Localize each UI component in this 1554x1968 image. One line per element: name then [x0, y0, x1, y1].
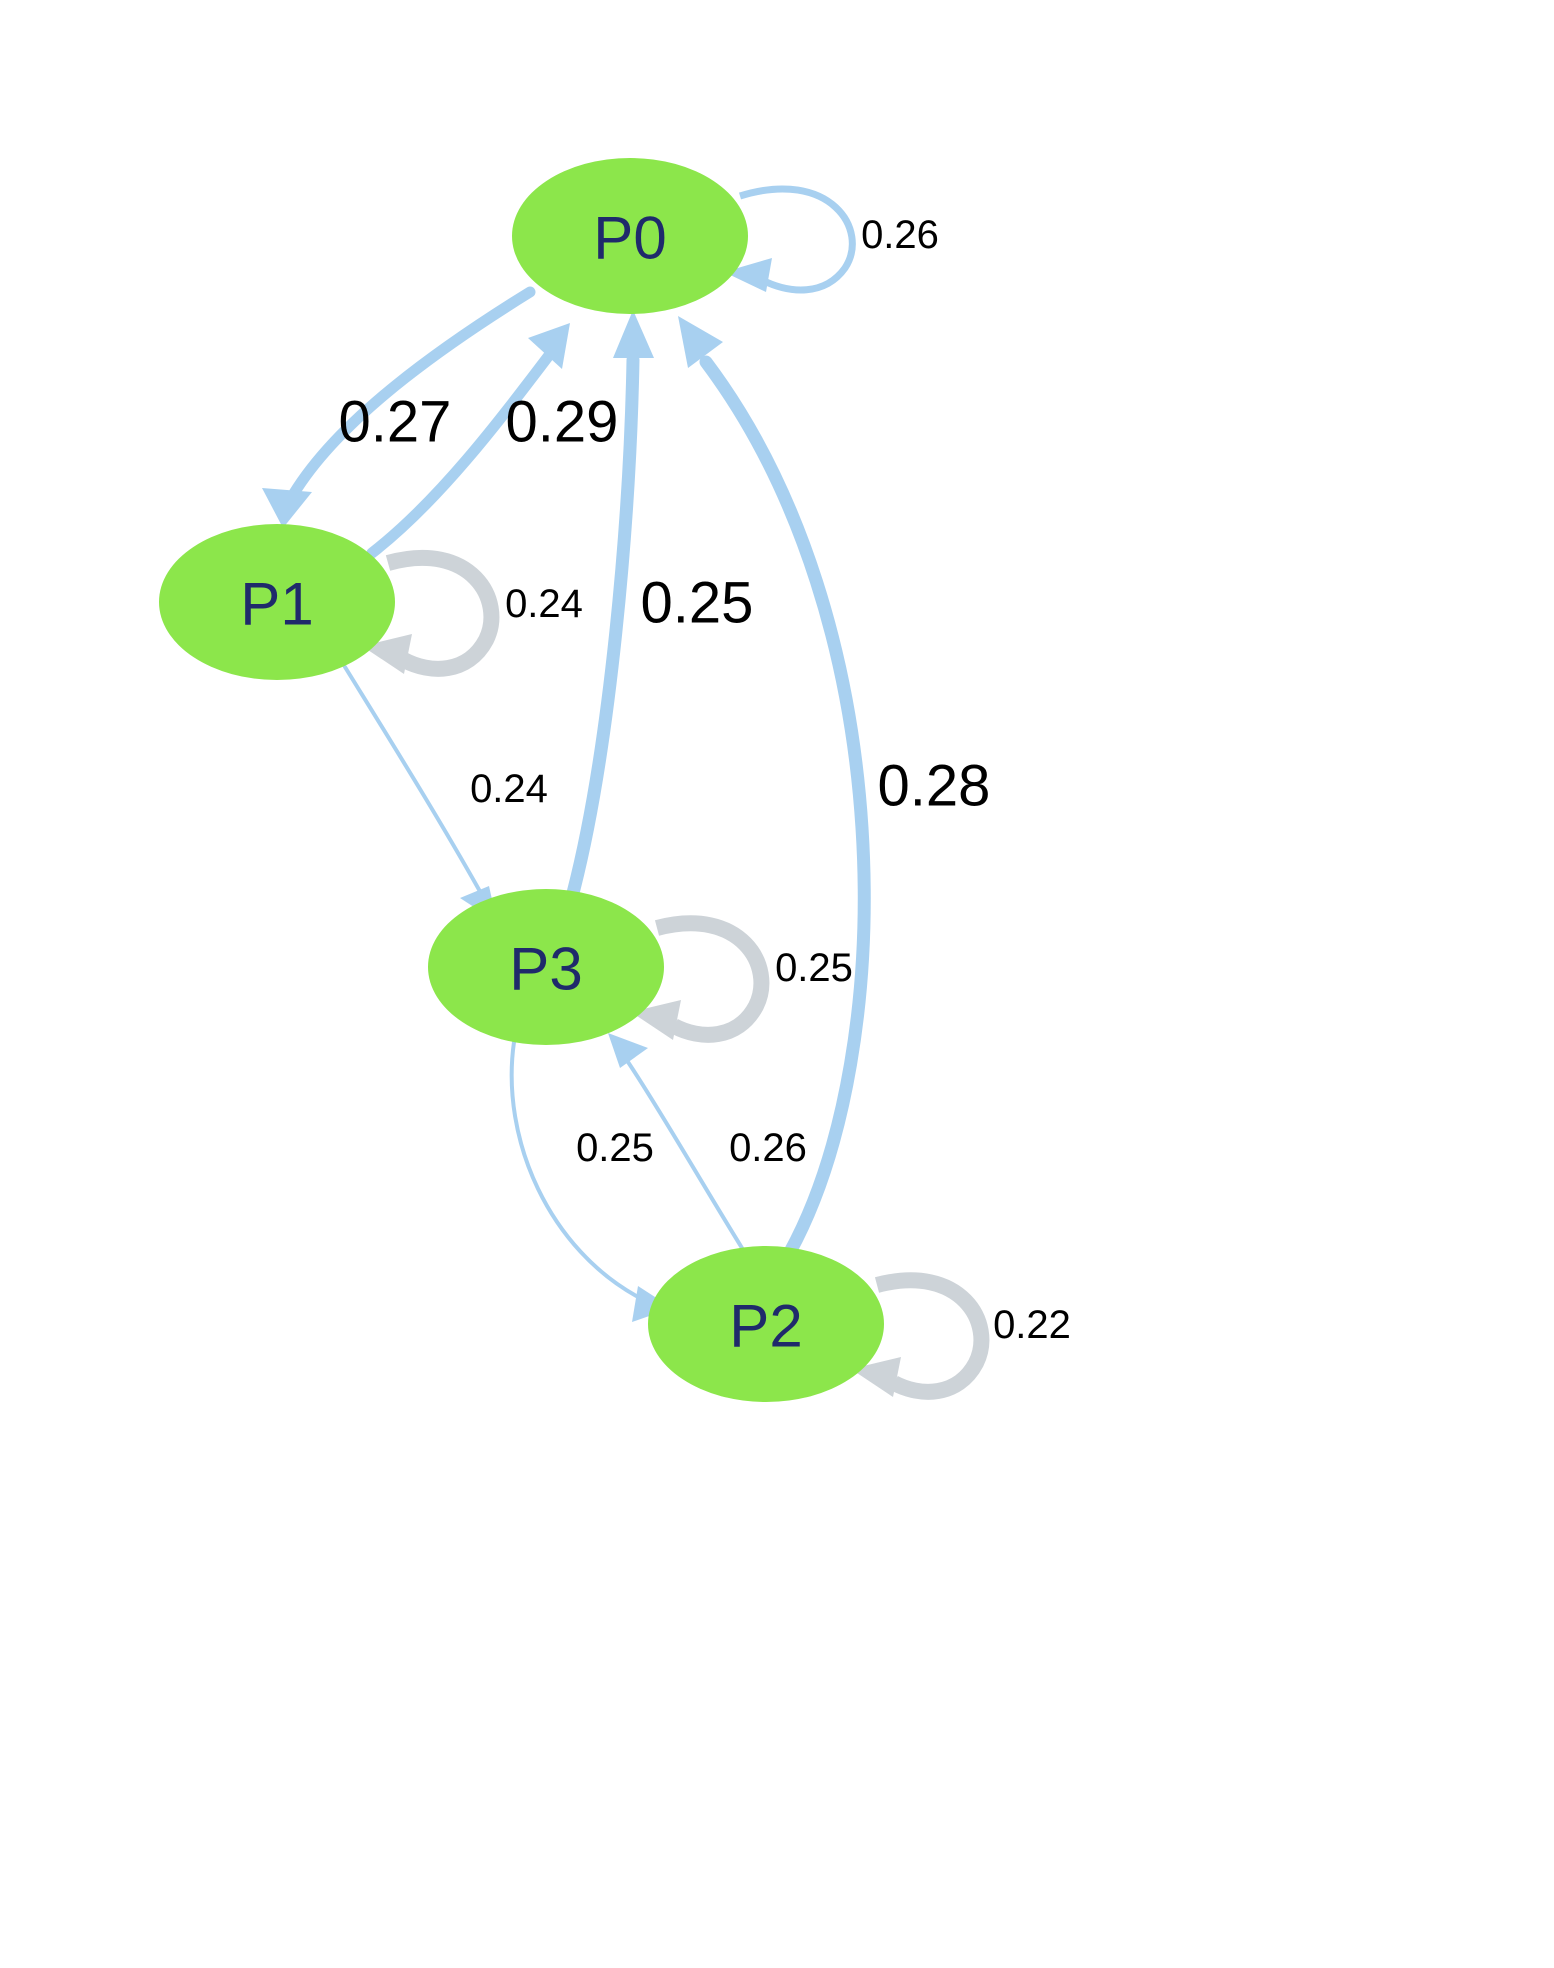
self-loop-p1-path: [385, 549, 500, 677]
edge-label-p1-p0: 0.29: [506, 390, 619, 455]
node-p1-ellipse: [159, 524, 395, 680]
node-p1[interactable]: P1: [159, 524, 395, 680]
edge-p2-p3[interactable]: [608, 1033, 744, 1250]
self-loop-p0-arrowhead: [724, 258, 772, 292]
edge-p3-p0-path: [566, 353, 640, 900]
edge-p3-p2[interactable]: [509, 1040, 672, 1322]
node-p3-label: P3: [509, 936, 582, 1003]
edge-p3-p0-arrowhead: [613, 310, 654, 358]
edge-label-p1-p1: 0.24: [505, 582, 583, 626]
edge-p0-p1-path: [284, 286, 536, 506]
self-loop-p2-path: [874, 1272, 990, 1400]
edge-p2-p3-path: [626, 1060, 744, 1250]
edge-label-p2-p2: 0.22: [993, 1303, 1071, 1347]
node-p1-label: P1: [240, 571, 313, 638]
edge-label-p3-p2: 0.25: [576, 1126, 654, 1170]
self-loop-p0-path: [738, 185, 856, 294]
edge-p2-p3-arrowhead: [608, 1033, 648, 1068]
edge-p1-p3-path: [343, 665, 484, 897]
self-loop-p0[interactable]: [724, 185, 856, 294]
edge-p2-p0-arrowhead: [678, 316, 723, 368]
node-p0-label: P0: [593, 205, 666, 272]
node-p0[interactable]: P0: [512, 158, 748, 314]
edge-p0-p1-arrowhead: [262, 488, 312, 528]
self-loop-p3-path: [654, 915, 770, 1043]
edge-p1-p0-path: [366, 344, 559, 559]
node-p3[interactable]: P3: [428, 889, 664, 1045]
edge-label-p3-p3: 0.25: [775, 946, 853, 990]
node-p2[interactable]: P2: [648, 1246, 884, 1402]
edge-label-p0-p0: 0.26: [861, 213, 939, 257]
node-p2-ellipse: [648, 1246, 884, 1402]
edge-p3-p2-path: [509, 1040, 642, 1300]
edge-p2-p0-path: [699, 355, 871, 1259]
edge-label-p0-p1: 0.27: [339, 390, 452, 455]
node-layer: P0 P1 P3 P2: [159, 158, 884, 1402]
edge-p1-p0-arrowhead: [528, 323, 570, 369]
edge-label-p3-p0: 0.25: [641, 571, 754, 636]
edge-label-p2-p0: 0.28: [878, 754, 991, 819]
node-p2-label: P2: [729, 1293, 802, 1360]
node-p0-ellipse: [512, 158, 748, 314]
edge-p1-p0[interactable]: [366, 323, 570, 559]
edge-p0-p1[interactable]: [262, 286, 536, 528]
edge-p2-p0[interactable]: [678, 316, 871, 1259]
edge-layer: [262, 185, 990, 1400]
node-p3-ellipse: [428, 889, 664, 1045]
edge-label-p1-p3: 0.24: [470, 767, 548, 811]
edge-label-layer: 0.26 0.27 0.29 0.24 0.24 0.25 0.28 0.25 …: [339, 213, 1071, 1347]
edge-p3-p0[interactable]: [566, 310, 654, 900]
edge-label-p2-p3: 0.26: [729, 1126, 807, 1170]
